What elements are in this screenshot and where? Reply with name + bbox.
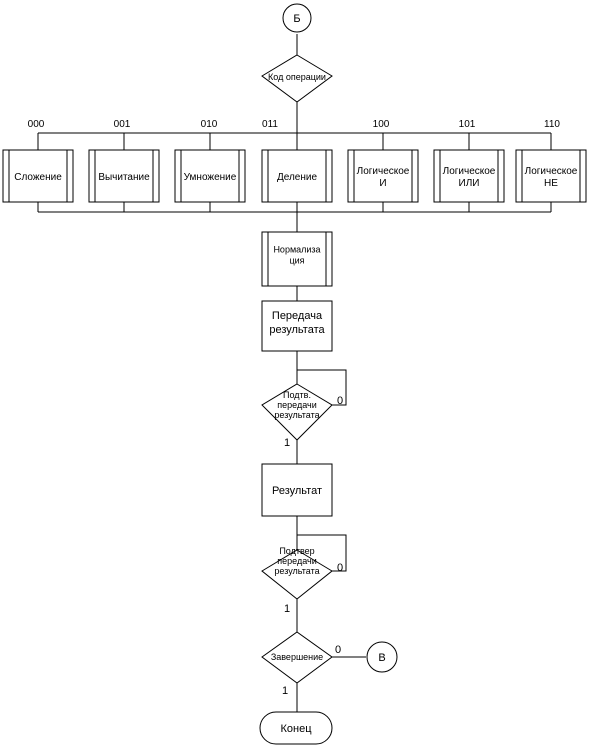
normalize-process bbox=[261, 231, 333, 287]
loop-line-2 bbox=[297, 534, 347, 572]
operation-code: 010 bbox=[201, 119, 218, 130]
operation-process bbox=[88, 149, 160, 203]
finish-decision bbox=[261, 631, 333, 684]
confirm-2-yes-label: 1 bbox=[284, 603, 290, 615]
finish-yes-label: 1 bbox=[282, 685, 288, 697]
operation-process bbox=[347, 149, 419, 203]
operation-code: 110 bbox=[544, 119, 560, 130]
operation-label: Деление bbox=[277, 172, 318, 183]
result-process bbox=[261, 463, 333, 517]
confirm-1-yes-label: 1 bbox=[284, 437, 290, 449]
finish-no-label: 0 bbox=[335, 644, 341, 656]
transfer-result-process bbox=[261, 300, 333, 352]
loop-line-1 bbox=[297, 369, 347, 406]
confirm-transfer-decision-2 bbox=[261, 549, 333, 600]
operation-code: 001 bbox=[114, 119, 131, 130]
finish-decision-label: Завершение bbox=[271, 652, 323, 662]
operation-label: Сложение bbox=[14, 172, 62, 183]
operation-process bbox=[261, 149, 333, 203]
connector-out-label: В bbox=[378, 652, 385, 664]
operation-label: Вычитание bbox=[98, 172, 150, 183]
operation-code: 011 bbox=[262, 119, 278, 130]
operation-code: 101 bbox=[459, 119, 476, 130]
operation-process bbox=[515, 149, 587, 203]
connector-out bbox=[366, 641, 398, 673]
end-label: Конец bbox=[280, 723, 312, 735]
opcode-decision-label: Код операции bbox=[268, 72, 326, 82]
operation-code: 100 bbox=[373, 119, 390, 130]
operation-code: 000 bbox=[28, 119, 45, 130]
confirm-1-no-label: 0 bbox=[337, 395, 343, 407]
confirm-2-no-label: 0 bbox=[337, 562, 343, 574]
operation-process bbox=[174, 149, 246, 203]
operation-process bbox=[2, 149, 74, 203]
end-terminator bbox=[259, 711, 333, 745]
operation-label: Умножение bbox=[184, 172, 237, 183]
start-connector-label: Б bbox=[293, 13, 300, 25]
result-label: Результат bbox=[272, 485, 322, 497]
start-connector bbox=[282, 3, 312, 33]
opcode-decision bbox=[261, 54, 333, 103]
operation-process bbox=[433, 149, 505, 203]
confirm-transfer-decision-1 bbox=[261, 383, 333, 441]
